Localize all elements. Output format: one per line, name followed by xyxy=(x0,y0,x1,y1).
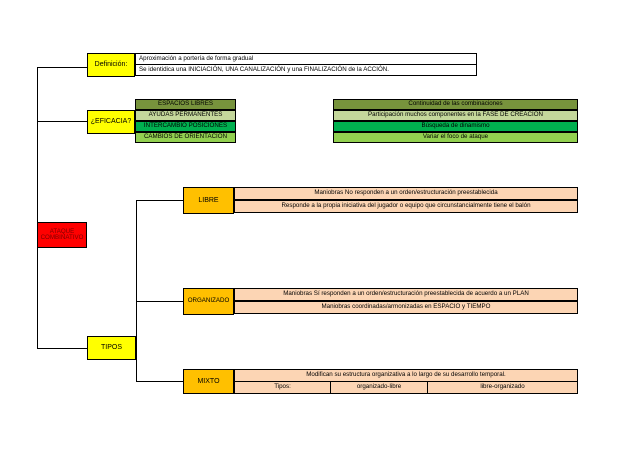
eficacia-label: ¿EFICACIA? xyxy=(90,118,132,126)
organizado-row-2: Maniobras coordinadas/armonizadas en ESP… xyxy=(234,301,578,314)
branch-libre xyxy=(136,200,183,201)
root-label: ATAQUE COMBINATIVO xyxy=(40,227,84,241)
libre-node: LIBRE xyxy=(183,187,234,214)
branch-eficacia xyxy=(37,121,87,122)
branch-mixto xyxy=(136,381,183,382)
eficacia-right-item: Variar el foco de ataque xyxy=(333,132,578,143)
mixto-sub-organizado-libre: organizado-libre xyxy=(330,381,428,394)
definicion-node: Definición: xyxy=(87,53,135,77)
eficacia-left-item: ESPACIOS LIBRES xyxy=(135,99,236,110)
eficacia-node: ¿EFICACIA? xyxy=(87,110,135,134)
trunk-line xyxy=(37,67,38,348)
organizado-label: ORGANIZADO xyxy=(187,297,230,305)
branch-definicion xyxy=(37,67,87,68)
root-node: ATAQUE COMBINATIVO xyxy=(37,222,87,248)
eficacia-right-item: Participación muchos componentes en la F… xyxy=(333,110,578,121)
eficacia-left-item: INTERCAMBIO POSICIONES xyxy=(135,121,236,132)
branch-tipos xyxy=(37,348,87,349)
organizado-node: ORGANIZADO xyxy=(183,288,234,315)
tipos-label: TIPOS xyxy=(100,344,122,352)
eficacia-left-item: AYUDAS PERMANENTES xyxy=(135,110,236,121)
eficacia-right-item: Continuidad de las combinaciones xyxy=(333,99,578,110)
definicion-row-2: Se identidica una INICIACIÓN, UNA CANALI… xyxy=(135,64,477,76)
mixto-label: MIXTO xyxy=(197,377,220,385)
mixto-sub-libre-organizado: libre-organizado xyxy=(427,381,578,394)
libre-row-2: Responde a la propia iniciativa del juga… xyxy=(234,200,578,213)
tipos-node: TIPOS xyxy=(87,336,136,360)
organizado-row-1: Maniobras Sí responden a un orden/estruc… xyxy=(234,288,578,301)
mixto-sub-tipos: Tipos: xyxy=(234,381,331,394)
mixto-node: MIXTO xyxy=(183,369,234,394)
tipos-riser xyxy=(136,200,137,381)
branch-organizado xyxy=(136,301,183,302)
eficacia-left-item: CAMBIOS DE ORIENTACIÓN xyxy=(135,132,236,143)
libre-label: LIBRE xyxy=(198,196,219,204)
eficacia-right-item: Búsqueda de dinamismo xyxy=(333,121,578,132)
definicion-label: Definición: xyxy=(94,61,128,69)
libre-row-1: Maniobras No responden a un orden/estruc… xyxy=(234,187,578,200)
